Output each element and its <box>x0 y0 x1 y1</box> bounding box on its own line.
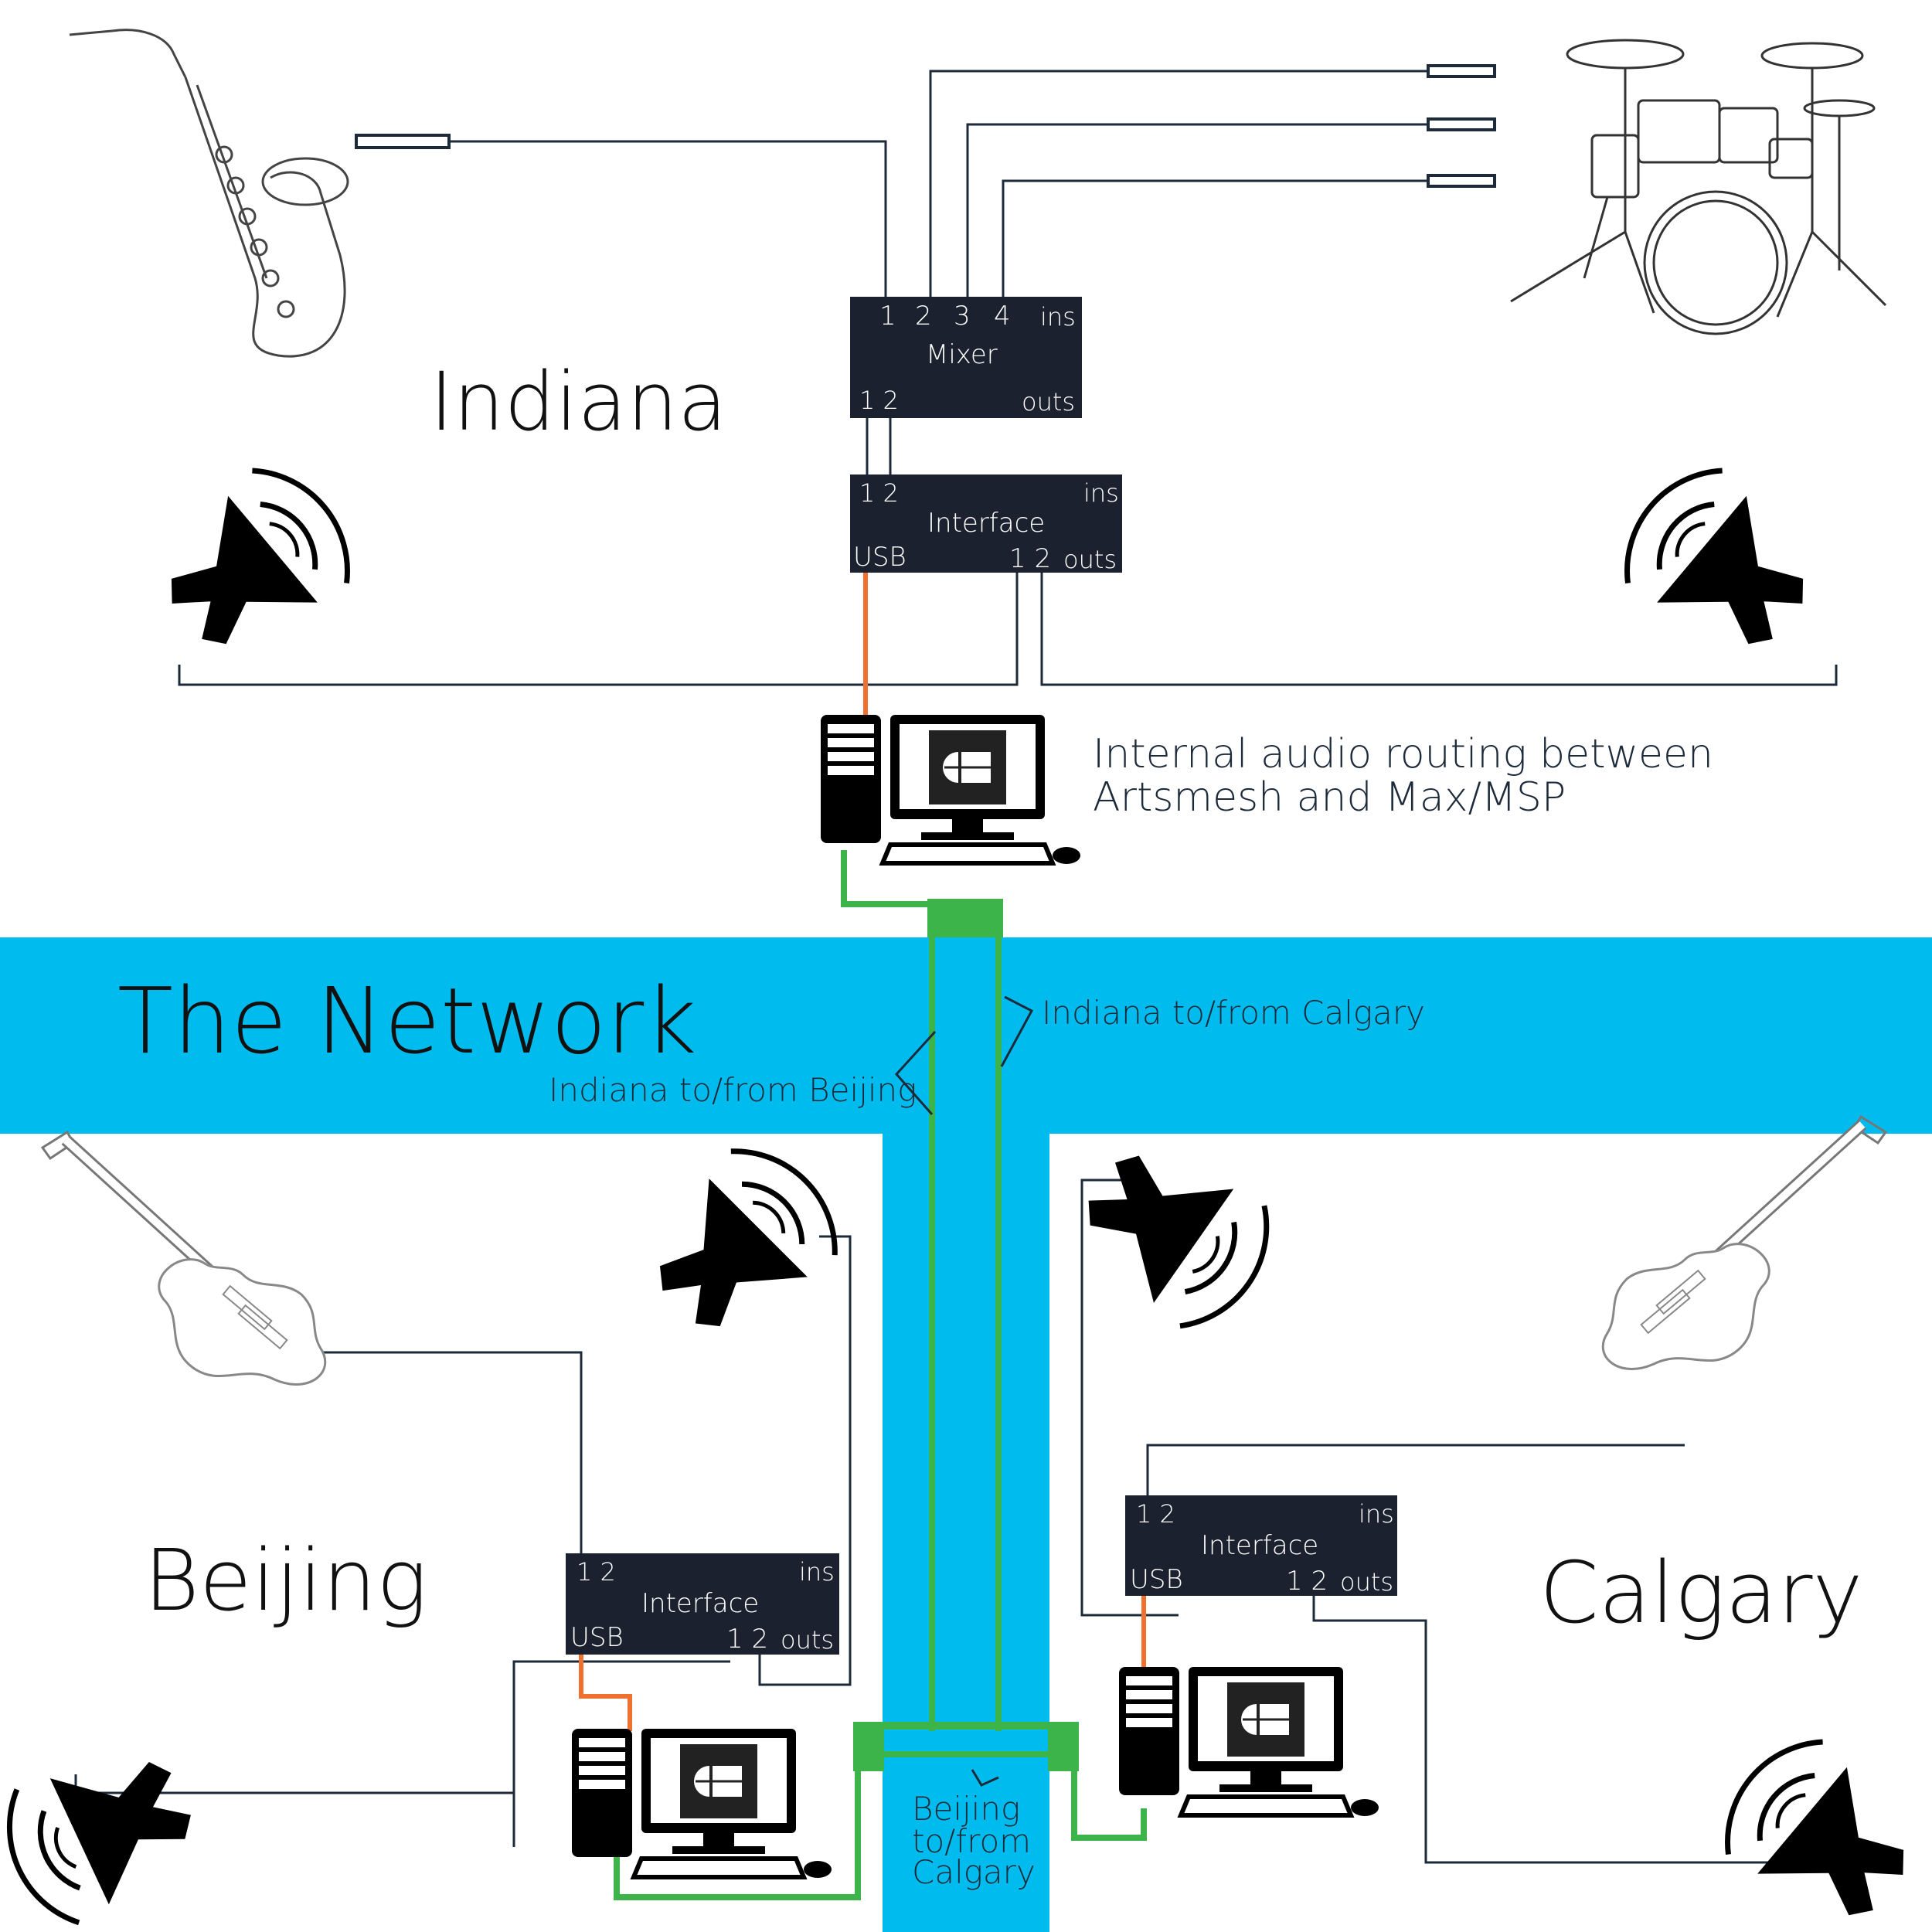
interface-outs-numbers: 1 2 <box>726 1624 769 1655</box>
region-network: The Network <box>117 968 697 1074</box>
interface-ins-numbers: 1 2 <box>859 478 899 508</box>
beijing-interface: 1 2 ins Interface USB 1 2 outs <box>566 1553 839 1655</box>
mixer-ins-label: ins <box>1040 302 1076 332</box>
interface-title: Interface <box>641 1588 760 1619</box>
network-stem <box>883 1134 1049 1932</box>
indiana-calgary-label: Indiana to/from Calgary <box>1042 994 1425 1032</box>
indiana-beijing-label: Indiana to/from Beijing <box>549 1071 917 1109</box>
mixer-device: 1 2 3 4 ins Mixer 1 2 outs <box>850 297 1082 418</box>
interface-ins-label: ins <box>1083 478 1119 508</box>
region-beijing: Beijing <box>144 1531 428 1630</box>
interface-outs-numbers: 1 2 <box>1286 1566 1328 1597</box>
routing-note-line1: Internal audio routing between <box>1093 731 1713 777</box>
interface-outs-label: outs <box>781 1625 835 1655</box>
mixer-input-3: 3 <box>954 301 971 332</box>
routing-note-line2: Artsmesh and Max/MSP <box>1093 774 1566 821</box>
mixer-outs-label: outs <box>1022 387 1076 417</box>
mixer-outs-numbers: 1 2 <box>859 386 899 415</box>
indiana-interface: 1 2 ins Interface USB 1 2 outs <box>850 474 1122 573</box>
interface-ins-numbers: 1 2 <box>1136 1499 1175 1529</box>
interface-ins-numbers: 1 2 <box>577 1557 616 1587</box>
network-band <box>0 937 1932 1134</box>
interface-outs-numbers: 1 2 <box>1009 543 1052 574</box>
mixer-title: Mixer <box>926 339 998 370</box>
interface-usb-label: USB <box>853 542 906 573</box>
interface-usb-label: USB <box>1130 1564 1183 1595</box>
beijing-calgary-label-2: to/from <box>912 1822 1032 1860</box>
beijing-calgary-label-3: Calgary <box>912 1853 1036 1891</box>
mixer-input-4: 4 <box>994 301 1011 332</box>
interface-usb-label: USB <box>570 1622 624 1653</box>
interface-outs-label: outs <box>1063 545 1117 574</box>
region-indiana: Indiana <box>430 355 727 449</box>
interface-outs-label: outs <box>1340 1567 1394 1597</box>
interface-ins-label: ins <box>799 1557 835 1587</box>
interface-title: Interface <box>927 508 1046 539</box>
interface-ins-label: ins <box>1359 1499 1394 1529</box>
mixer-input-2: 2 <box>915 301 932 332</box>
calgary-interface: 1 2 ins Interface USB 1 2 outs <box>1125 1495 1397 1596</box>
mixer-input-1: 1 <box>879 301 896 332</box>
interface-title: Interface <box>1201 1530 1319 1561</box>
region-calgary: Calgary <box>1539 1543 1863 1642</box>
beijing-calgary-label-1: Beijing <box>912 1790 1021 1828</box>
